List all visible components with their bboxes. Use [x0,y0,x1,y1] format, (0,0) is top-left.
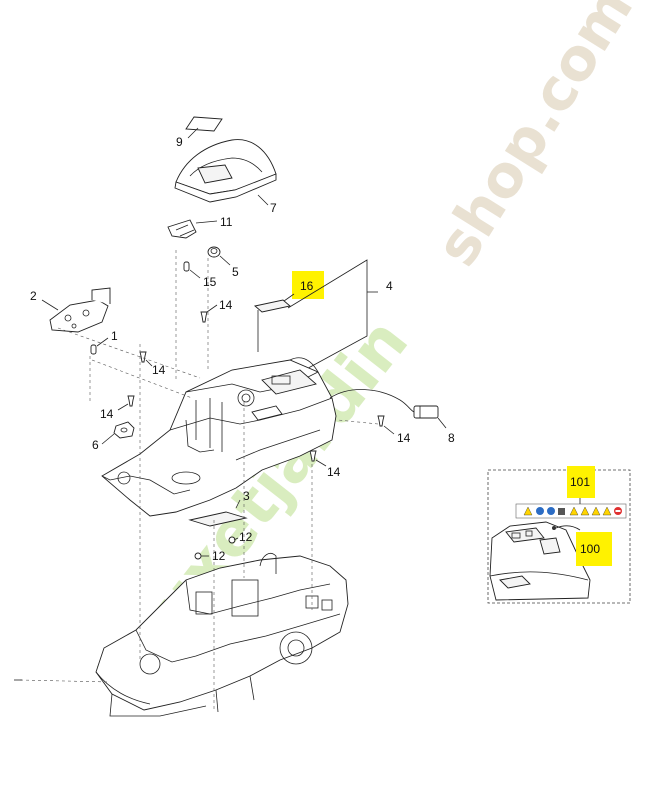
callout-2: 2 [30,289,37,303]
callout-7: 7 [270,201,277,215]
callout-6: 6 [92,438,99,452]
callout-15: 15 [203,275,217,289]
battery-icon [558,508,565,515]
callout-100: 100 [580,542,600,556]
warning-icon [580,506,590,516]
screw-14c [127,395,135,407]
inset-panel: 101 100 [487,466,631,604]
callout-5: 5 [232,265,239,279]
callout-14a: 14 [219,298,233,312]
part-6-sensor [113,421,135,439]
callout-3: 3 [243,489,250,503]
callout-14b: 14 [152,363,166,377]
callout-4: 4 [386,279,393,293]
warning-icon [523,506,533,516]
warning-icon [569,506,579,516]
part-7-cover [174,139,277,203]
highlight-16 [292,271,324,299]
callout-9: 9 [176,135,183,149]
part-12-screws [194,536,236,560]
callout-14c: 14 [100,407,114,421]
part-11-hinge [167,219,197,239]
watermark-right: shop.com [422,0,646,277]
screw-14e [309,450,317,462]
callout-11: 11 [220,215,233,229]
callout-14e: 14 [327,465,341,479]
hand-icon [547,507,555,515]
screw-14f [377,415,385,427]
part-15-pin [183,261,190,272]
part-lower-chassis [95,553,349,717]
warning-strip-101 [515,503,627,519]
part-1-pin [90,344,97,355]
part-2-bracket [49,287,111,333]
manual-icon [536,507,544,515]
warning-icon [602,506,612,516]
part-9-label [185,116,223,132]
part-16-label [254,299,291,352]
callout-14f: 14 [397,431,411,445]
part-5-knob [207,246,221,258]
callout-101: 101 [570,475,590,489]
warning-icon [591,506,601,516]
highlight-101 [567,466,595,498]
highlight-100 [576,532,612,566]
callout-8: 8 [448,431,455,445]
part-main-body [101,357,337,517]
callout-12b: 12 [212,549,226,563]
svg-text:shop.com: shop.com [422,0,646,277]
part-8-plug [329,389,439,419]
part-3-plate [188,511,248,527]
callout-12a: 12 [239,530,253,544]
screw-14b [139,351,147,363]
callout-1: 1 [111,329,118,343]
callout-16: 16 [300,279,314,293]
screw-14a [200,311,208,323]
